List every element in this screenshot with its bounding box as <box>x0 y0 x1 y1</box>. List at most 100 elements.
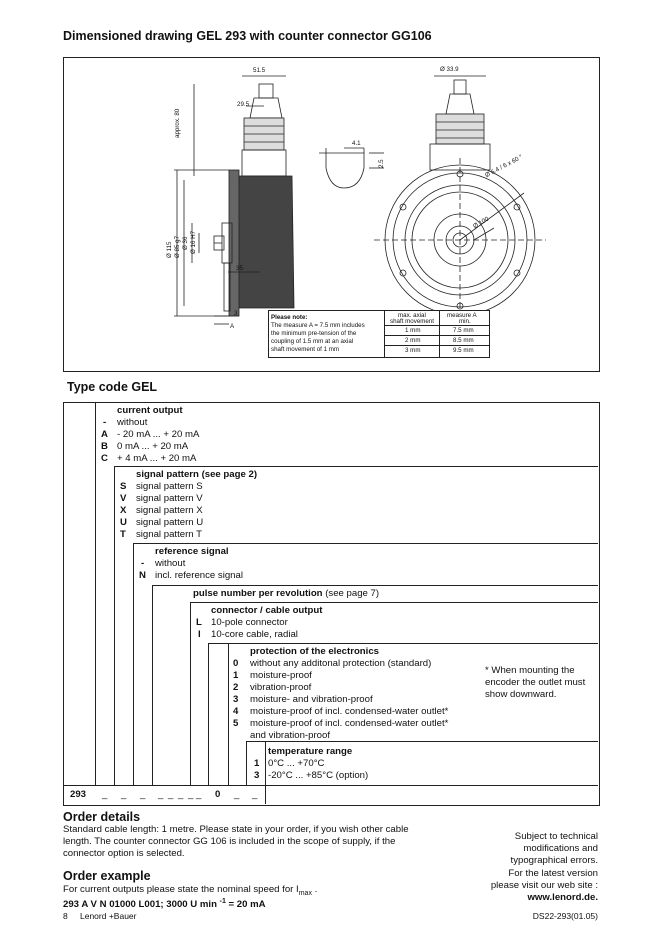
s5-item: 10-core cable, radial <box>211 629 298 640</box>
table-cell: 7.5 mm <box>453 327 474 334</box>
dim-29-5: 29.5 <box>237 101 250 108</box>
s6-heading: protection of the electronics <box>250 646 380 657</box>
s2-code: V <box>120 493 127 504</box>
table-header-1a: max. axial <box>398 312 426 319</box>
model-number: 293 <box>70 789 87 800</box>
s2-item: signal pattern T <box>136 529 202 540</box>
note-box: Please note: The measure A = 7.5 mm incl… <box>268 310 490 358</box>
s2-heading: signal pattern (see page 2) <box>136 469 258 480</box>
s5-code: L <box>196 617 202 628</box>
code-placeholder: _ <box>102 789 109 800</box>
dim-115: Ø 115 <box>166 241 173 258</box>
s4-heading-suffix: (see page 7) <box>322 588 380 599</box>
s2-item: signal pattern V <box>136 493 203 504</box>
s6-item: moisture- and vibration-proof <box>250 694 373 705</box>
s1-code: C <box>101 453 108 464</box>
s4-heading: pulse number per revolution (see page 7) <box>193 588 379 599</box>
s6-item: vibration-proof <box>250 682 312 693</box>
s3-item: incl. reference signal <box>155 570 243 581</box>
order-example-line-1: For current outputs please state the nom… <box>63 884 317 900</box>
table-cell: 9.5 mm <box>453 347 474 354</box>
order-example-code-end: = 20 mA <box>225 899 266 911</box>
subject-line: modifications and <box>523 843 598 855</box>
dim-33-9: Ø 33.9 <box>440 66 459 73</box>
s3-code: N <box>139 570 146 581</box>
subject-line: typographical errors. <box>510 855 598 867</box>
code-placeholder: _ <box>121 789 128 800</box>
subject-line: For the latest version <box>508 867 598 879</box>
s2-item: signal pattern X <box>136 505 203 516</box>
s1-heading: current output <box>117 405 183 416</box>
s7-item: -20°C ... +85°C (option) <box>268 770 369 781</box>
s2-code: S <box>120 481 127 492</box>
dim-85: Ø 85 g7 <box>174 235 181 258</box>
s2-item: signal pattern U <box>136 517 204 528</box>
s6-code: 5 <box>233 718 239 729</box>
s6-item: moisture-proof <box>250 670 312 681</box>
document-number: DS22-293(01.05) <box>532 911 598 921</box>
table-header-1b: shaft movement <box>390 318 435 325</box>
note-line-3: coupling of 1.5 mm at an axial <box>271 338 354 345</box>
order-example-line-2: 293 A V N 01000 L001; 3000 U min -1 = 20… <box>63 896 266 911</box>
order-example-sub: max <box>298 889 312 897</box>
table-cell: 8.5 mm <box>453 337 474 344</box>
dimensioned-drawing: 51.5 29.5 approx. 80 Ø 115 Ø 85 g7 Ø 36 … <box>63 57 600 372</box>
s6-item: and vibration-proof <box>250 730 330 741</box>
dim-16: Ø 16 H7 <box>190 230 197 254</box>
dim-3: 3 <box>234 310 238 317</box>
s6-code: 2 <box>233 682 239 693</box>
typecode-title: Type code GEL <box>67 380 158 394</box>
dim-51-5: 51.5 <box>253 67 266 74</box>
order-example-end: . <box>311 884 318 895</box>
s6-footnote-1: * When mounting the <box>485 665 575 676</box>
technical-drawing <box>174 75 546 334</box>
table-cell: 3 mm <box>405 347 421 354</box>
s1-item: 0 mA ... + 20 mA <box>117 441 189 452</box>
s6-item: without any additonal protection (standa… <box>250 658 432 669</box>
order-example-text: For current outputs please state the nom… <box>63 884 299 895</box>
s6-code: 0 <box>233 658 239 669</box>
s1-item: - 20 mA ... + 20 mA <box>117 429 200 440</box>
typecode-frame <box>63 402 600 806</box>
code-placeholder: _ <box>140 789 147 800</box>
code-placeholder: _ <box>234 789 241 800</box>
s2-code: U <box>120 517 127 528</box>
s1-code: - <box>103 417 107 428</box>
s7-code: 1 <box>254 758 260 769</box>
note-line-2: the minimum pre-tension of the <box>271 330 357 337</box>
dim-2-5: 2.5 <box>378 159 385 168</box>
s6-footnote-3: show downward. <box>485 689 557 700</box>
order-details-line: length. The counter connector GG 106 is … <box>63 836 396 847</box>
s5-item: 10-pole connector <box>211 617 288 628</box>
order-example-code: 293 A V N 01000 L001; 3000 U min <box>63 899 220 911</box>
s6-code: 3 <box>233 694 239 705</box>
subject-note: Subject to technical modifications and t… <box>438 831 598 904</box>
s6-code: 4 <box>233 706 239 717</box>
page-title: Dimensioned drawing GEL 293 with counter… <box>63 29 432 43</box>
order-example-title: Order example <box>63 869 151 883</box>
subject-line: please visit our web site : <box>490 879 598 891</box>
s1-code: B <box>101 441 108 452</box>
dim-4-1: 4.1 <box>352 140 361 147</box>
table-cell: 2 mm <box>405 337 421 344</box>
s3-item: without <box>155 558 186 569</box>
s3-heading: reference signal <box>155 546 229 557</box>
s4-heading-text: pulse number per revolution <box>193 588 323 599</box>
order-example-sup: -1 <box>219 898 226 905</box>
table-cell: 1 mm <box>405 327 421 334</box>
s1-code: A <box>101 429 108 440</box>
order-details-title: Order details <box>63 810 141 824</box>
note-line-4: shaft movement of 1 mm <box>271 346 340 353</box>
dim-approx-80: approx. 80 <box>174 108 181 138</box>
order-details-line: connector option is selected. <box>63 848 185 859</box>
order-details-line: Standard cable length: 1 metre. Please s… <box>63 824 409 835</box>
note-heading: Please note: <box>271 314 308 321</box>
code-placeholder: _ <box>252 789 259 800</box>
note-line-1: The measure A = 7.5 mm includes <box>271 322 365 329</box>
s5-code: I <box>198 629 201 640</box>
website-link[interactable]: www.lenord.de. <box>527 892 598 904</box>
s1-item: without <box>117 417 148 428</box>
code-placeholder: _ <box>196 789 203 800</box>
s6-footnote-2: encoder the outlet must <box>485 677 586 688</box>
s6-code: 1 <box>233 670 239 681</box>
